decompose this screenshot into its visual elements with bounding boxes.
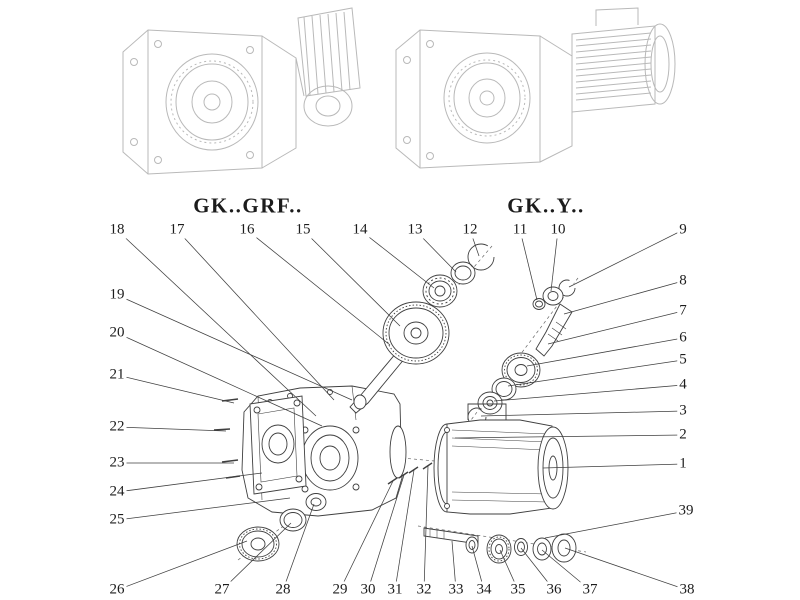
leader-line-31 <box>394 469 415 591</box>
callout-6: 6 <box>677 329 689 347</box>
flange-plate <box>249 395 307 495</box>
leader-line-1 <box>542 463 684 469</box>
leader-line-25 <box>116 497 291 521</box>
leader-line-7 <box>547 310 684 345</box>
leader-line-15 <box>302 229 401 327</box>
leader-line-20 <box>116 332 323 427</box>
leader-line-29 <box>339 480 394 591</box>
leader-line-19 <box>116 294 353 401</box>
callout-4: 4 <box>677 376 689 394</box>
leader-line-21 <box>116 374 235 404</box>
callout-30: 30 <box>358 581 378 599</box>
leader-line-6 <box>526 337 684 367</box>
output-shaft-assembly <box>423 527 577 564</box>
leader-line-14 <box>359 229 435 289</box>
leader-line-32 <box>423 465 429 591</box>
callout-19: 19 <box>107 286 127 304</box>
callout-13: 13 <box>405 221 425 239</box>
variant-label-grf: GK..GRF.. <box>193 193 303 218</box>
callout-36: 36 <box>544 581 564 599</box>
low-speed-gear-set <box>236 493 327 562</box>
variant-label-gky: GK..Y.. <box>507 193 585 218</box>
leader-line-11 <box>519 229 538 301</box>
callout-21: 21 <box>107 366 127 384</box>
pinion-shaft-assembly <box>467 279 576 427</box>
callout-18: 18 <box>107 221 127 239</box>
callout-15: 15 <box>293 221 313 239</box>
callout-22: 22 <box>107 418 127 436</box>
input-shaft-assembly <box>349 243 495 414</box>
callout-17: 17 <box>167 221 187 239</box>
leader-line-39 <box>544 510 687 539</box>
callout-27: 27 <box>212 581 232 599</box>
leader-line-27 <box>221 522 292 591</box>
leader-line-38 <box>564 547 688 591</box>
callout-5: 5 <box>677 351 689 369</box>
callout-3: 3 <box>677 402 689 420</box>
leader-line-17 <box>176 229 335 401</box>
leader-line-10 <box>550 229 559 292</box>
leader-line-30 <box>367 474 405 591</box>
callout-32: 32 <box>414 581 434 599</box>
ghost-drawing-gky <box>395 7 676 169</box>
callout-20: 20 <box>107 324 127 342</box>
callout-35: 35 <box>508 581 528 599</box>
leader-lines-layer <box>116 229 688 591</box>
motor <box>433 403 569 515</box>
callout-37: 37 <box>580 581 600 599</box>
leader-line-9 <box>568 229 684 288</box>
callout-31: 31 <box>385 581 405 599</box>
callout-38: 38 <box>677 581 697 599</box>
leader-line-4 <box>493 384 684 402</box>
callout-2: 2 <box>677 426 689 444</box>
callout-25: 25 <box>107 511 127 529</box>
flange-bolts <box>213 398 241 479</box>
callout-33: 33 <box>446 581 466 599</box>
callout-34: 34 <box>474 581 494 599</box>
callout-11: 11 <box>510 221 530 239</box>
callout-1: 1 <box>677 455 689 473</box>
leader-line-22 <box>116 426 227 432</box>
leader-line-18 <box>116 229 317 417</box>
callout-24: 24 <box>107 483 127 501</box>
callout-7: 7 <box>677 302 689 320</box>
callout-12: 12 <box>460 221 480 239</box>
callout-9: 9 <box>677 221 689 239</box>
callout-28: 28 <box>273 581 293 599</box>
leader-line-24 <box>116 472 263 493</box>
callout-23: 23 <box>107 454 127 472</box>
callout-29: 29 <box>330 581 350 599</box>
leader-line-2 <box>454 434 684 439</box>
callout-39: 39 <box>676 502 696 520</box>
leader-line-16 <box>246 229 391 346</box>
leader-line-28 <box>282 503 315 591</box>
leader-line-8 <box>563 280 684 315</box>
ghost-drawing-grf <box>122 7 361 175</box>
callout-10: 10 <box>548 221 568 239</box>
leader-line-26 <box>116 540 248 591</box>
leader-line-3 <box>480 410 684 417</box>
callout-8: 8 <box>677 272 689 290</box>
leader-line-5 <box>507 359 684 387</box>
mount-bolts <box>387 462 433 485</box>
callout-16: 16 <box>237 221 257 239</box>
callout-26: 26 <box>107 581 127 599</box>
callout-14: 14 <box>350 221 370 239</box>
